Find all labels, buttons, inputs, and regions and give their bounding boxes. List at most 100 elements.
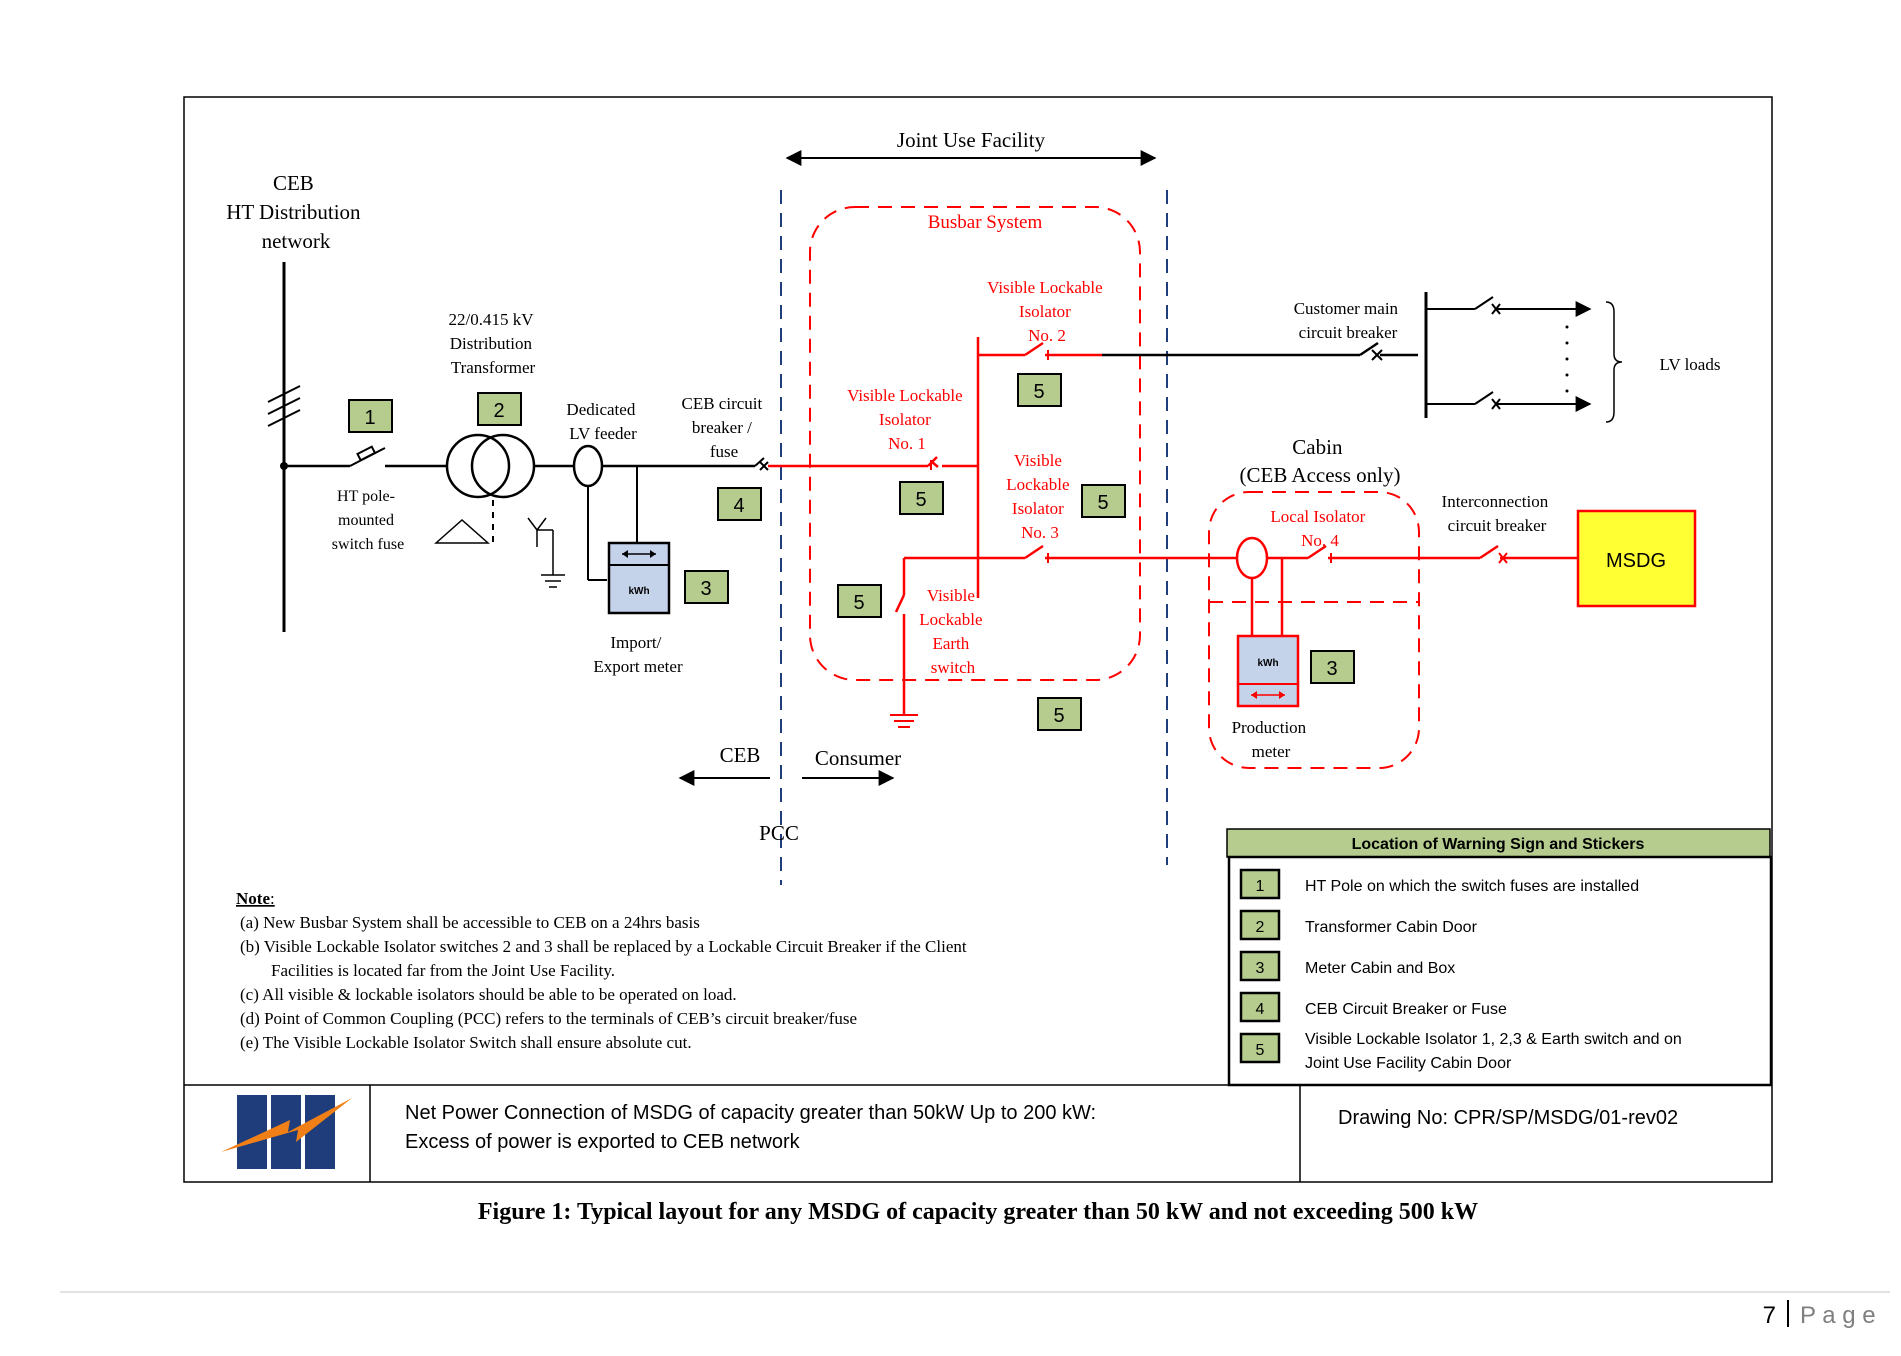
consumer-side-label: Consumer <box>815 746 901 770</box>
note-a: (a) New Busbar System shall be accessibl… <box>240 913 700 932</box>
ct-icon <box>572 444 604 488</box>
joint-use-label: Joint Use Facility <box>897 128 1046 152</box>
cabin-enclosure <box>1208 491 1420 769</box>
svg-text:4: 4 <box>733 495 744 517</box>
ht-fuse-label: HT pole- mounted switch fuse <box>332 488 404 553</box>
legend-row-4: 4 CEB Circuit Breaker or Fuse <box>1239 991 1507 1023</box>
page-label: P a g e <box>1800 1302 1876 1329</box>
svg-text:5: 5 <box>1053 705 1064 727</box>
delta-winding-icon <box>434 518 490 544</box>
lv-feeder-top <box>1426 296 1592 317</box>
msdg-box <box>1576 509 1697 608</box>
interconnection-breaker-label: Interconnection circuit breaker <box>1442 492 1553 535</box>
earth-switch-label: Visible Lockable Earth switch <box>919 586 987 677</box>
note-b: (b) Visible Lockable Isolator switches 2… <box>240 937 967 956</box>
svg-text:3: 3 <box>1326 658 1337 680</box>
svg-text:Visible Lockable Isolator 1, 2: Visible Lockable Isolator 1, 2,3 & Earth… <box>1305 1031 1682 1048</box>
marker-2: 2 <box>477 392 522 426</box>
cabin-label: Cabin (CEB Access only) <box>1240 435 1401 487</box>
marker-1: 1 <box>348 399 393 433</box>
svg-text:2: 2 <box>493 400 504 422</box>
marker-5-isolator2: 5 <box>1017 373 1062 407</box>
pcc-label: PCC <box>759 821 799 845</box>
customer-breaker-icon <box>1371 349 1383 361</box>
svg-text:2: 2 <box>1256 919 1265 936</box>
production-meter-icon <box>1236 634 1300 708</box>
ceb-network-label: CEB HT Distribution network <box>226 171 366 253</box>
cabin-red-circuit <box>1230 536 1578 636</box>
lv-loads-brace <box>1605 301 1623 423</box>
marker-3-production: 3 <box>1310 650 1355 684</box>
svg-text:3: 3 <box>1256 960 1265 977</box>
lv-feeder-bottom <box>1426 391 1592 412</box>
footer-title-line1: Net Power Connection of MSDG of capacity… <box>405 1102 1096 1124</box>
legend-row-1: 1 HT Pole on which the switch fuses are … <box>1239 868 1639 900</box>
import-export-meter-icon <box>607 541 671 615</box>
ceb-breaker-icon <box>754 457 769 471</box>
note-e: (e) The Visible Lockable Isolator Switch… <box>240 1033 692 1052</box>
isolator3-label: Visible Lockable Isolator No. 3 <box>1006 451 1074 542</box>
red-terminal-marks <box>930 350 1049 563</box>
import-meter-label: Import/ Export meter <box>593 633 683 676</box>
svg-text:5: 5 <box>1033 381 1044 403</box>
transformer-label: 22/0.415 kV Distribution Transformer <box>449 310 538 377</box>
legend-body <box>1227 855 1773 1087</box>
marker-5-earth: 5 <box>837 584 882 618</box>
svg-text:4: 4 <box>1256 1001 1265 1018</box>
svg-text:CEB Circuit Breaker or Fuse: CEB Circuit Breaker or Fuse <box>1305 1001 1507 1018</box>
busbar-red-circuit <box>768 337 1230 715</box>
msdg-label: MSDG <box>1606 550 1666 572</box>
marker-5-isolator3: 5 <box>1081 484 1126 518</box>
customer-feed-line <box>1102 341 1418 357</box>
import-meter-kwh: kWh <box>628 586 649 597</box>
svg-text:Meter Cabin and Box: Meter Cabin and Box <box>1305 960 1455 977</box>
note-d: (d) Point of Common Coupling (PCC) refer… <box>240 1009 857 1028</box>
legend-title: Location of Warning Sign and Stickers <box>1352 836 1645 853</box>
local-isolator-label: Local Isolator No. 4 <box>1270 507 1369 550</box>
lv-ellipsis-dots <box>1565 325 1569 393</box>
svg-text:5: 5 <box>853 592 864 614</box>
lv-loads-label: LV loads <box>1660 355 1721 374</box>
legend-row-3: 3 Meter Cabin and Box <box>1239 950 1455 982</box>
marker-5-isolator1: 5 <box>899 481 944 515</box>
legend-row-2: 2 Transformer Cabin Door <box>1239 909 1478 941</box>
drawing-frame <box>183 96 1773 1183</box>
transformer-icon <box>445 433 536 499</box>
production-meter-label: Production meter <box>1232 718 1311 761</box>
note-c: (c) All visible & lockable isolators sho… <box>240 985 737 1004</box>
page-number: 7 <box>1763 1302 1776 1329</box>
busbar-system-label: Busbar System <box>928 212 1043 233</box>
notes-heading: Note: <box>236 889 275 908</box>
svg-text:3: 3 <box>700 578 711 600</box>
footer-title-line2: Excess of power is exported to CEB netwo… <box>405 1131 801 1153</box>
svg-text:5: 5 <box>1256 1042 1265 1059</box>
star-earth-icon <box>527 517 565 588</box>
marker-4: 4 <box>717 487 762 521</box>
three-phase-tick-icon <box>267 385 301 427</box>
isolator1-label: Visible Lockable Isolator No. 1 <box>847 386 967 453</box>
ceb-side-label: CEB <box>720 743 761 767</box>
ht-fuse-icon <box>349 445 386 467</box>
legend-row-5: 5 Visible Lockable Isolator 1, 2,3 & Ear… <box>1239 1031 1682 1072</box>
customer-breaker-label: Customer main circuit breaker <box>1294 299 1403 342</box>
svg-text:1: 1 <box>1256 878 1265 895</box>
svg-text:Transformer Cabin Door: Transformer Cabin Door <box>1305 919 1478 936</box>
svg-text:HT Pole on which the switch fu: HT Pole on which the switch fuses are in… <box>1305 878 1639 895</box>
isolator2-label: Visible Lockable Isolator No. 2 <box>987 278 1107 345</box>
earth-symbol-icon <box>890 714 918 728</box>
legend-header <box>1226 828 1771 858</box>
ceb-logo-icon <box>221 1095 352 1169</box>
ceb-breaker-label: CEB circuit breaker / fuse <box>682 394 767 461</box>
svg-text:Joint Use Facility Cabin Door: Joint Use Facility Cabin Door <box>1305 1055 1512 1072</box>
marker-3-import: 3 <box>684 570 729 604</box>
marker-5-busbar-door: 5 <box>1037 697 1082 731</box>
svg-text:1: 1 <box>364 407 375 429</box>
drawing-number: Drawing No: CPR/SP/MSDG/01-rev02 <box>1338 1107 1678 1129</box>
svg-text:5: 5 <box>1097 492 1108 514</box>
note-b-cont: Facilities is located far from the Joint… <box>271 961 615 980</box>
busbar-system-enclosure <box>809 206 1141 681</box>
cabin-terminal-marks <box>1330 552 1508 564</box>
svg-text:5: 5 <box>915 489 926 511</box>
